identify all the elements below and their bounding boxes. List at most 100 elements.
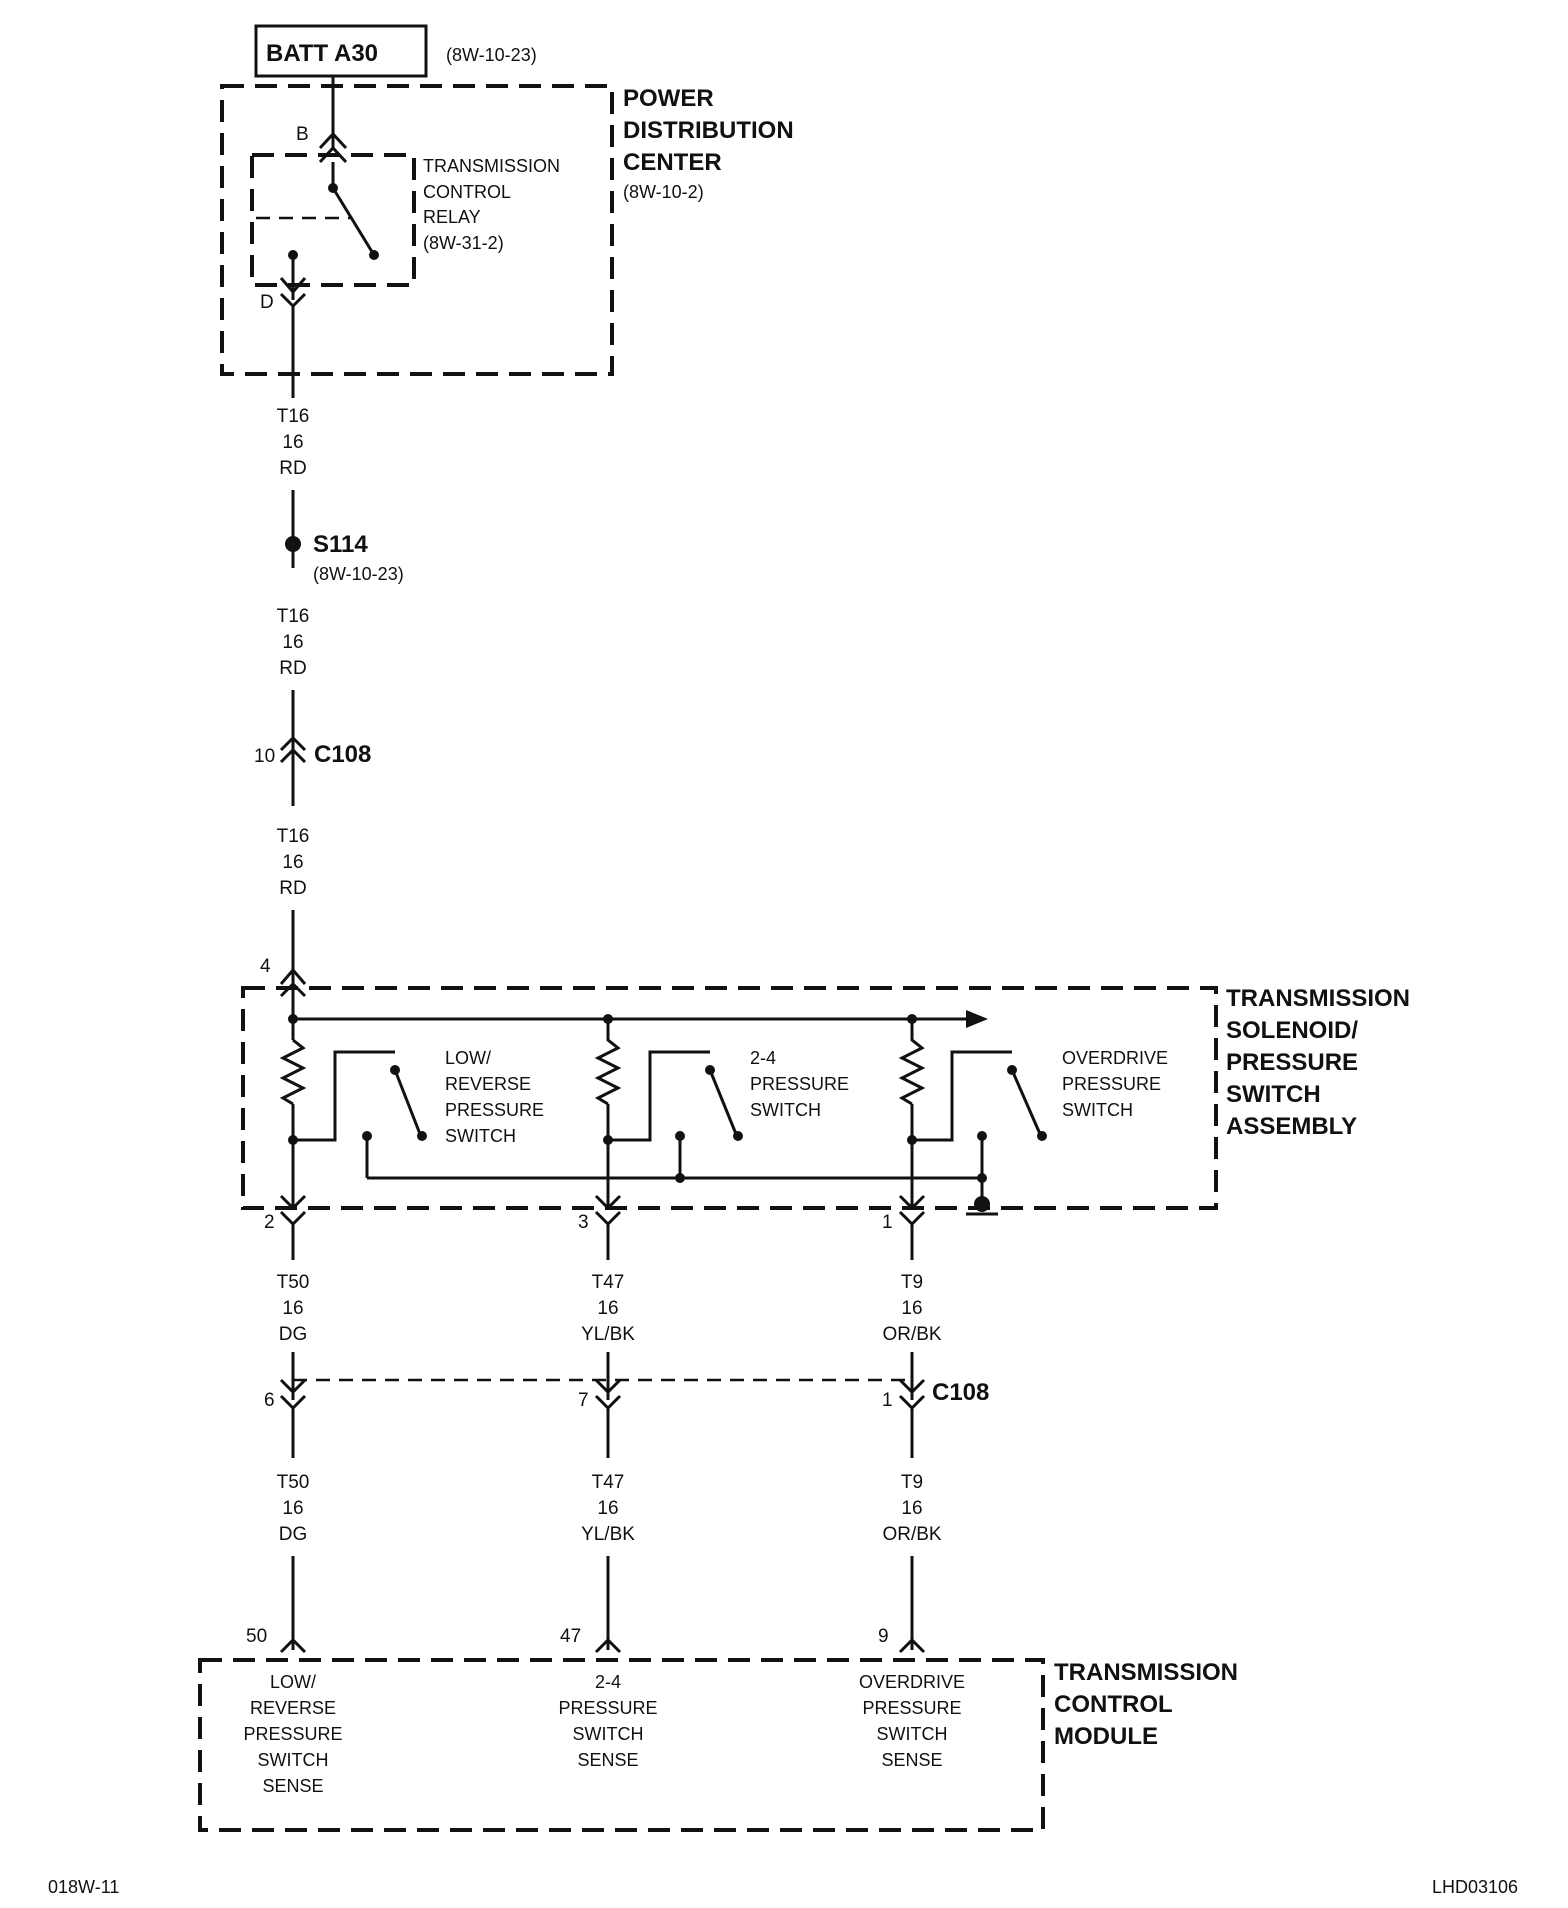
assembly-title-2: SOLENOID/ bbox=[1226, 1017, 1358, 1044]
resistor-3 bbox=[898, 1019, 926, 1106]
c108-b-arrow-2 bbox=[594, 1378, 622, 1395]
sw2-contact bbox=[733, 1131, 743, 1141]
sw3-label-3: SWITCH bbox=[1062, 1100, 1133, 1120]
relay-label-3: RELAY bbox=[423, 207, 481, 227]
tcm-in1-3: PRESSURE bbox=[243, 1724, 342, 1744]
assembly-out-pin-3: 1 bbox=[882, 1212, 893, 1233]
relay-box bbox=[250, 153, 416, 287]
t16-circuit-2: T16 bbox=[277, 606, 310, 627]
tcm-in2-4: SENSE bbox=[577, 1750, 638, 1770]
splice-label: S114 bbox=[313, 531, 368, 558]
pdc-pin-d: D bbox=[260, 292, 274, 313]
relay-label-4: (8W-31-2) bbox=[423, 233, 504, 253]
sw1-label-2: REVERSE bbox=[445, 1074, 531, 1094]
sw1-bracket bbox=[293, 1050, 395, 1142]
pdc-box bbox=[220, 84, 614, 376]
assembly-out-pin-1: 2 bbox=[264, 1212, 275, 1233]
tcm-title-1: TRANSMISSION bbox=[1054, 1659, 1238, 1686]
resistor-1 bbox=[279, 1038, 307, 1106]
t9-color-1: OR/BK bbox=[882, 1324, 941, 1345]
assembly-title-1: TRANSMISSION bbox=[1226, 985, 1410, 1012]
t47-color-1: YL/BK bbox=[581, 1324, 635, 1345]
tcm-in2-1: 2-4 bbox=[595, 1672, 621, 1692]
out-arrow-3 bbox=[898, 1194, 926, 1211]
sw1-label-4: SWITCH bbox=[445, 1126, 516, 1146]
splice-ref: (8W-10-23) bbox=[313, 564, 404, 584]
t9-gauge-2: 16 bbox=[901, 1498, 922, 1519]
pin-b-terminal-inner bbox=[318, 145, 348, 164]
tcm-title-2: CONTROL bbox=[1054, 1691, 1173, 1718]
tcm-in3-4: SENSE bbox=[881, 1750, 942, 1770]
out-term-3 bbox=[898, 1210, 926, 1227]
sw3-blade bbox=[1010, 1069, 1042, 1135]
t16-color-1: RD bbox=[279, 458, 306, 479]
c108-top-terminal-a bbox=[279, 735, 307, 752]
t16-gauge-3: 16 bbox=[282, 852, 303, 873]
pdc-ref: (8W-10-2) bbox=[623, 182, 704, 202]
tcm-in2-3: SWITCH bbox=[573, 1724, 644, 1744]
t16-gauge-1: 16 bbox=[282, 432, 303, 453]
sw2-label-3: SWITCH bbox=[750, 1100, 821, 1120]
pin-b-terminal bbox=[318, 131, 348, 150]
t47-circuit-1: T47 bbox=[592, 1272, 625, 1293]
c108-top-pin: 10 bbox=[254, 746, 275, 767]
pdc-title-2: DISTRIBUTION bbox=[623, 117, 794, 144]
pdc-pin-b: B bbox=[296, 124, 309, 145]
relay-contact bbox=[369, 250, 379, 260]
tcm-box bbox=[198, 1658, 1045, 1832]
sw2-blade bbox=[708, 1069, 738, 1135]
tcm-in1-2: REVERSE bbox=[250, 1698, 336, 1718]
battery-label: BATT A30 bbox=[266, 40, 378, 67]
c108-b-arrow-1 bbox=[279, 1378, 307, 1395]
out-term-1 bbox=[279, 1210, 307, 1227]
sw1-label-3: PRESSURE bbox=[445, 1100, 544, 1120]
splice-s114-dot bbox=[285, 536, 301, 552]
battery-box bbox=[254, 24, 428, 78]
assembly-title-3: PRESSURE bbox=[1226, 1049, 1358, 1076]
tcm-term-3 bbox=[898, 1637, 926, 1654]
footer-left: 018W-11 bbox=[48, 1877, 119, 1897]
solenoid-assembly-box bbox=[241, 986, 1218, 1210]
pin-4-terminal-a bbox=[279, 967, 307, 985]
t16-circuit-1: T16 bbox=[277, 406, 310, 427]
sw3-contact bbox=[1037, 1131, 1047, 1141]
sw3-label-1: OVERDRIVE bbox=[1062, 1048, 1168, 1068]
t9-color-2: OR/BK bbox=[882, 1524, 941, 1545]
assembly-title-5: ASSEMBLY bbox=[1226, 1113, 1357, 1140]
sw1-label-1: LOW/ bbox=[445, 1048, 491, 1068]
t50-color-2: DG bbox=[279, 1524, 308, 1545]
out-term-2 bbox=[594, 1210, 622, 1227]
tcm-in1-4: SWITCH bbox=[258, 1750, 329, 1770]
tcm-pin-2: 47 bbox=[560, 1626, 581, 1647]
resistor-2 bbox=[594, 1019, 622, 1106]
ground-node bbox=[974, 1196, 990, 1212]
tcm-title-3: MODULE bbox=[1054, 1723, 1158, 1750]
t9-circuit-2: T9 bbox=[901, 1472, 923, 1493]
c108-bottom-pin-3: 1 bbox=[882, 1390, 893, 1411]
t50-circuit-2: T50 bbox=[277, 1472, 310, 1493]
t16-circuit-3: T16 bbox=[277, 826, 310, 847]
out-arrow-1 bbox=[279, 1194, 307, 1211]
relay-blade bbox=[331, 187, 376, 256]
tcm-pin-3: 9 bbox=[878, 1626, 889, 1647]
pin-4-terminal-b bbox=[279, 981, 307, 998]
c108-b-arrow-3 bbox=[898, 1378, 926, 1395]
assembly-out-pin-2: 3 bbox=[578, 1212, 589, 1233]
t50-circuit-1: T50 bbox=[277, 1272, 310, 1293]
assembly-input-pin: 4 bbox=[260, 956, 271, 977]
c108-top-label: C108 bbox=[314, 741, 371, 768]
out-arrow-2 bbox=[594, 1194, 622, 1211]
tcm-pin-1: 50 bbox=[246, 1626, 267, 1647]
sw2-label-2: PRESSURE bbox=[750, 1074, 849, 1094]
t47-gauge-2: 16 bbox=[597, 1498, 618, 1519]
bus-arrow-icon bbox=[966, 1010, 988, 1028]
t9-gauge-1: 16 bbox=[901, 1298, 922, 1319]
t50-gauge-1: 16 bbox=[282, 1298, 303, 1319]
c108-bottom-pin-1: 6 bbox=[264, 1390, 275, 1411]
tcm-in2-2: PRESSURE bbox=[558, 1698, 657, 1718]
sw2-label-1: 2-4 bbox=[750, 1048, 776, 1068]
pdc-title-1: POWER bbox=[623, 85, 714, 112]
t47-gauge-1: 16 bbox=[597, 1298, 618, 1319]
sw2-bracket bbox=[608, 1050, 710, 1142]
